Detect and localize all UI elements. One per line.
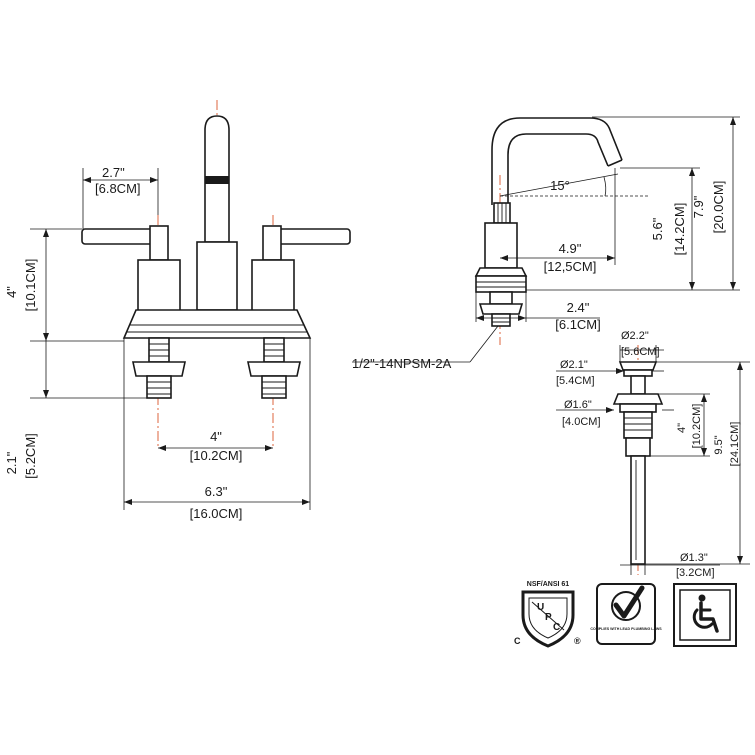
total-height-cm: [20.0CM] <box>711 181 726 234</box>
drain-cap <box>618 361 658 371</box>
checkmark-icon <box>611 585 645 621</box>
handle-offset-cm: [6.8CM] <box>95 181 141 196</box>
body-diameter-inch: Ø1.6" <box>564 399 592 411</box>
below-deck-cm: [5.2CM] <box>23 433 38 479</box>
upc-letter-c: C <box>553 622 560 633</box>
drain-tailpiece <box>630 455 646 565</box>
side-spout-inner <box>507 133 609 205</box>
drain-view <box>556 345 750 575</box>
right-lever <box>275 228 351 245</box>
ada-badge <box>673 583 737 647</box>
cap-diameter-cm: [5.6CM] <box>621 346 660 358</box>
height-inch: 4" <box>4 286 19 298</box>
lead-law-text: COMPLIES WITH LEAD PLUMBING LAWS <box>590 627 662 631</box>
angle-label: 15° <box>550 178 570 193</box>
deck-plate <box>122 309 312 339</box>
upc-letter-p: P <box>545 612 552 623</box>
side-base-ring <box>474 267 528 277</box>
side-nut <box>478 303 524 315</box>
body-length-inch: 4" <box>676 423 688 433</box>
shield-icon: U P C <box>521 590 575 648</box>
left-handle-body <box>137 259 181 313</box>
body-length-cm: [10.2CM] <box>691 404 703 449</box>
left-shank-lower <box>146 375 172 399</box>
reach-inch: 4.9" <box>559 241 582 256</box>
drain-washer <box>619 403 657 413</box>
cap-diameter-inch: Ø2.2" <box>621 330 649 342</box>
left-lever <box>81 228 157 245</box>
below-deck-inch: 2.1" <box>4 451 19 474</box>
base-width-inch: 6.3" <box>205 484 228 499</box>
spread-inch: 4" <box>210 429 222 444</box>
height-cm: [10.1CM] <box>23 259 38 312</box>
side-base <box>475 275 527 293</box>
body-diameter-cm: [4.0CM] <box>562 416 601 428</box>
side-spout-outer <box>491 117 623 205</box>
drain-lower-body <box>625 437 651 457</box>
total-height-inch: 7.9" <box>691 195 706 218</box>
side-shank-lower <box>491 313 511 327</box>
handle-offset-inch: 2.7" <box>102 165 125 180</box>
base-diameter-cm: [6.1CM] <box>555 317 601 332</box>
drain-flange <box>623 369 653 377</box>
spout-height-cm: [14.2CM] <box>672 203 687 256</box>
spread-cm: [10.2CM] <box>190 448 243 463</box>
base-width-cm: [16.0CM] <box>190 506 243 521</box>
tail-diameter-cm: [3.2CM] <box>676 567 715 579</box>
side-body <box>484 222 518 269</box>
wheelchair-icon <box>692 594 719 633</box>
front-view <box>30 100 351 510</box>
flange-diameter-cm: [5.4CM] <box>556 375 595 387</box>
nsf-label: NSF/ANSI 61 <box>527 581 570 588</box>
left-handle-neck <box>149 225 169 261</box>
drain-neck <box>630 375 646 395</box>
upc-letter-u: U <box>537 602 544 613</box>
spout-band <box>205 176 229 184</box>
total-length-cm: [24.1CM] <box>729 422 741 467</box>
reach-cm: [12,5CM] <box>544 259 597 274</box>
cupc-badge: NSF/ANSI 61 U P C C ® <box>514 581 581 648</box>
drain-body <box>623 411 653 439</box>
right-handle-neck <box>262 225 282 261</box>
c-mark: C <box>514 636 521 646</box>
right-handle-body <box>251 259 295 313</box>
spout-height-inch: 5.6" <box>650 217 665 240</box>
base-diameter-inch: 2.4" <box>567 300 590 315</box>
right-nut <box>247 361 301 377</box>
tail-diameter-inch: Ø1.3" <box>680 552 708 564</box>
flange-diameter-inch: Ø2.1" <box>560 359 588 371</box>
spout-base <box>196 241 238 311</box>
side-shank <box>489 291 513 305</box>
r-mark: ® <box>574 636 581 646</box>
total-length-inch: 9.5" <box>713 435 725 454</box>
drain-nut <box>612 393 664 405</box>
left-nut <box>132 361 186 377</box>
thread-spec: 1/2"-14NPSM-2A <box>352 356 452 371</box>
lead-free-badge: COMPLIES WITH LEAD PLUMBING LAWS <box>590 583 662 645</box>
right-shank-lower <box>261 375 287 399</box>
side-view <box>352 116 740 363</box>
